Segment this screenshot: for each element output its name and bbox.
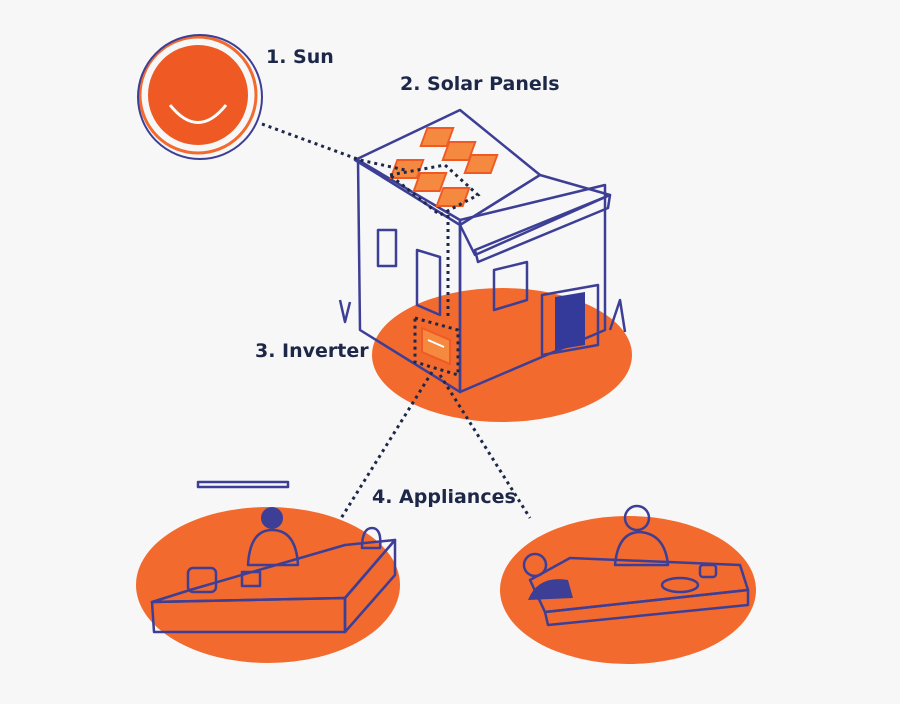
house-illustration bbox=[338, 108, 627, 394]
label-sun: 1. Sun bbox=[266, 46, 334, 68]
label-appliances: 4. Appliances bbox=[372, 486, 516, 508]
kitchen-scene bbox=[136, 480, 400, 663]
sun-illustration bbox=[137, 34, 263, 160]
inverter-icon bbox=[421, 326, 451, 366]
label-inverter: 3. Inverter bbox=[255, 340, 369, 362]
solar-panels bbox=[389, 127, 499, 207]
dining-scene bbox=[500, 504, 756, 664]
connector-lines bbox=[261, 122, 532, 521]
label-solar-panels: 2. Solar Panels bbox=[400, 73, 560, 95]
